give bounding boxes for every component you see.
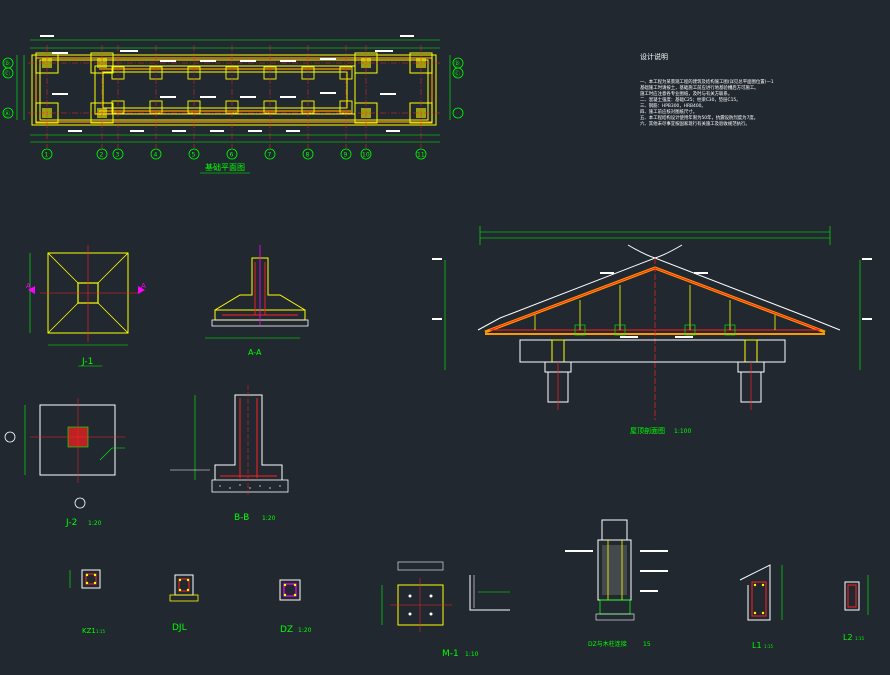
design-notes: 设计说明 一、本工程为某景观工程的建筑及结构施工图(详见总平面图位置)一1 基础… [640,52,840,128]
roof-section-title: 屋顶剖面图 [630,426,665,435]
design-note-line: 二、混凝土强度：基础C25；柱梁C30，垫层C15。 [640,98,741,103]
detail-j1-plan [28,245,145,346]
axis-label: 1 [45,152,49,159]
detail-l1 [739,564,783,621]
axis-label: 5 [192,152,196,159]
design-note-line: 基础施工时请按土，基础施工前应进行地基验槽后方可施工。 [640,86,759,91]
axis-label-right: Ⓓ [454,60,460,68]
aa-label: A-A [248,348,262,357]
design-note-line: 三、钢筋：HPB300，HRB400。 [640,104,706,109]
design-notes-title: 设计说明 [640,53,668,61]
axis-label: 10 [362,152,370,159]
axis-label-left: Ⓓ [4,60,10,68]
axis-label: 11 [417,152,425,159]
plan-title: 基础平面图 [205,162,245,172]
djl-label: DJL [172,623,187,633]
axis-label: 8 [306,152,310,159]
roof-section [432,226,872,420]
detail-djl [169,574,199,602]
design-note-line: 施工时应注意各专业图纸，及时与有关方联系。 [640,92,733,97]
plan-axis-bubbles [2,57,464,160]
design-note-line: 五、本工程结构设计使用年限为50年，抗震设防烈度为7度。 [640,116,759,121]
axis-label: 3 [116,152,120,159]
j1-label: J-1 [81,357,93,367]
axis-label-left: Ⓒ [4,70,10,78]
design-note-line: 四、施工前应核对图纸尺寸。 [640,110,698,115]
l2-label: L2 [843,633,853,642]
kz1-label: KZ1 [82,627,96,635]
j2-scale: 1:20 [88,520,102,527]
detail-l2 [844,575,869,615]
foundation-plan [16,35,451,148]
bb-scale: 1:20 [262,515,276,522]
axis-label: 6 [230,152,234,159]
axis-label: 7 [268,152,272,159]
axis-label: 4 [154,152,158,159]
design-note-line: 六、其他未尽事宜按国家现行有关施工及验收规范执行。 [640,122,750,127]
detail-j2-plan [4,398,125,509]
l2-scale: 1:15 [855,636,864,641]
kz1-scale: 1:15 [96,629,105,634]
bb-label: B-B [234,513,249,523]
detail-dz [279,579,301,601]
l1-scale: 1:15 [764,644,773,649]
detail-bb-section [170,385,289,495]
roof-section-scale: 1:100 [674,428,691,435]
detail-m1 [381,561,510,632]
dz-label: DZ [280,625,293,635]
m1-scale: 1:10 [465,651,479,658]
dz-joint-label: DZ与木柱连接 [588,640,627,648]
section-marker-a-right: A [141,282,146,290]
detail-dz-joint [565,519,668,621]
dz-scale: 1:20 [298,627,312,634]
detail-kz1 [69,569,101,589]
m1-label: M-1 [442,649,459,659]
axis-label: 2 [100,152,104,159]
j2-label: J-2 [65,518,77,528]
axis-label-right: Ⓒ [454,70,460,78]
axis-label: 9 [344,152,348,159]
detail-aa-section [205,245,309,339]
dz-joint-scale: 15 [643,641,651,648]
axis-label-left: Ⓐ [4,110,10,118]
section-marker-a-left: A [26,282,31,290]
l1-label: L1 [752,641,762,650]
design-note-line: 一、本工程为某景观工程的建筑及结构施工图(详见总平面图位置)一1 [640,80,774,85]
